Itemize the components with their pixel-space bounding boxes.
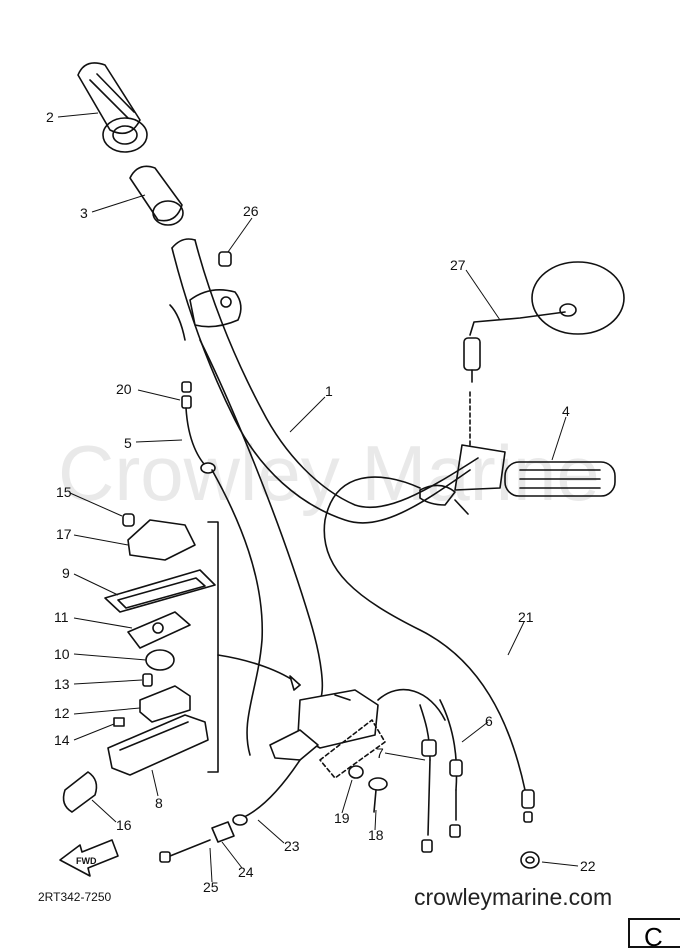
callout-10: 10 <box>54 646 70 662</box>
callout-3: 3 <box>80 205 88 221</box>
switch-wire-lead <box>199 339 324 701</box>
website-label: crowleymarine.com <box>414 884 613 910</box>
callout-11: 11 <box>54 609 69 625</box>
callout-27: 27 <box>450 257 466 273</box>
callout-22: 22 <box>580 858 596 874</box>
callout-8: 8 <box>155 795 163 811</box>
cable-part-7 <box>419 704 437 853</box>
callout-2: 2 <box>46 109 54 125</box>
throttle-cable-part-5 <box>181 381 264 756</box>
cable-part-23 <box>232 759 301 826</box>
left-switch-clamp <box>169 289 242 341</box>
right-grip-part-4 <box>419 444 616 515</box>
callout-19: 19 <box>334 810 350 826</box>
mounting-diamond <box>319 719 386 779</box>
bolt-part-18 <box>368 777 388 813</box>
adjuster-part-24 <box>211 821 235 843</box>
callout-4: 4 <box>562 403 570 419</box>
callout-13: 13 <box>54 676 70 692</box>
handlebar <box>171 238 479 524</box>
callout-26: 26 <box>243 203 259 219</box>
housing-part-8 <box>107 714 209 776</box>
callout-23: 23 <box>284 838 300 854</box>
nut-part-22 <box>520 851 540 869</box>
callout-21: 21 <box>518 609 534 625</box>
corner-mark: C <box>628 918 680 948</box>
watermark-text: Crowley Marine <box>58 429 600 517</box>
gasket-part-9 <box>104 569 216 613</box>
callout-7: 7 <box>376 745 384 761</box>
end-fitting-part-25 <box>159 839 211 863</box>
callout-12: 12 <box>54 705 70 721</box>
cable-part-21 <box>323 476 535 823</box>
callout-15: 15 <box>56 484 72 500</box>
callout-1: 1 <box>325 383 333 399</box>
callout-9: 9 <box>62 565 70 581</box>
callout-25: 25 <box>203 879 219 895</box>
callout-numbers: 1 2 3 4 5 6 7 8 9 10 11 12 13 14 15 16 1… <box>46 109 596 895</box>
throttle-sleeve-part-3 <box>129 165 184 226</box>
mirror-part-27 <box>463 261 625 446</box>
washer-part-19 <box>348 765 364 779</box>
screw-part-15 <box>122 513 135 527</box>
callout-18: 18 <box>368 827 384 843</box>
spring-part-14 <box>113 717 125 727</box>
switch-part-12 <box>139 685 191 723</box>
fwd-arrow: FWD <box>59 839 119 877</box>
plate-part-17 <box>127 519 196 561</box>
sleeve-part-16 <box>62 771 98 813</box>
callout-6: 6 <box>485 713 493 729</box>
left-grip-part-2 <box>77 62 148 153</box>
callout-16: 16 <box>116 817 132 833</box>
callout-14: 14 <box>54 732 70 748</box>
switch-body-assembly <box>269 688 446 761</box>
bracket-part-11 <box>127 611 191 649</box>
fwd-label: FWD <box>76 856 97 866</box>
callout-5: 5 <box>124 435 132 451</box>
callout-20: 20 <box>116 381 132 397</box>
leader-lines <box>57 112 579 883</box>
callout-17: 17 <box>56 526 72 542</box>
callout-24: 24 <box>238 864 254 880</box>
screw-part-13 <box>142 673 153 687</box>
grommet-part-10 <box>145 649 175 671</box>
screw-part-26 <box>218 251 232 267</box>
cable-part-6 <box>439 699 463 838</box>
part-code-label: 2RT342-7250 <box>38 890 112 904</box>
exploded-group-bracket <box>207 521 219 773</box>
